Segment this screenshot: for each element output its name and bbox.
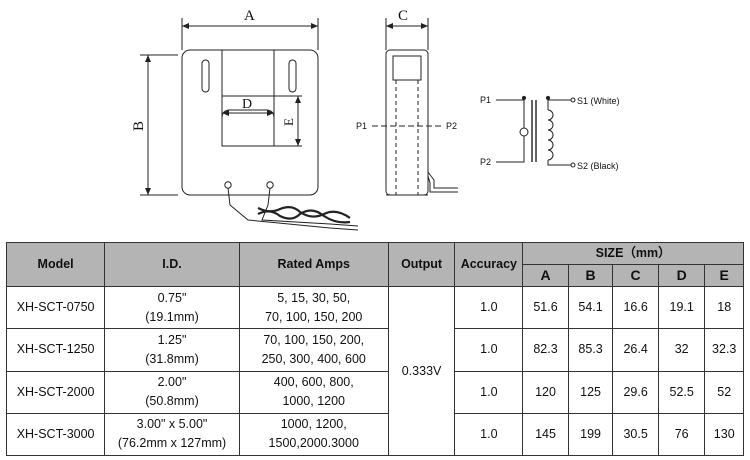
label-P2-schematic: P2	[480, 157, 491, 167]
schematic	[496, 95, 576, 168]
table-row: XH-SCT-1250 1.25"(31.8mm) 70, 100, 150, …	[5, 328, 744, 372]
cell-size-e: 52	[704, 370, 744, 414]
label-E: E	[281, 118, 296, 126]
cell-accuracy: 1.0	[454, 370, 524, 414]
cell-size-d: 32	[657, 328, 706, 372]
cell-size-a: 120	[522, 370, 569, 414]
table-row: XH-SCT-0750 0.75"(19.1mm) 5, 15, 30, 50,…	[5, 285, 744, 456]
technical-drawing: A B D E C P1 P2	[131, 8, 620, 231]
cell-size-d: 52.5	[657, 370, 706, 414]
header-model: Model	[5, 242, 106, 287]
front-view	[140, 18, 359, 231]
label-C: C	[398, 8, 408, 24]
cell-size-c: 16.6	[612, 285, 659, 330]
header-size-e: E	[704, 264, 744, 287]
cell-size-e: 32.3	[704, 328, 744, 372]
cell-id: 1.25"(31.8mm)	[104, 328, 240, 372]
label-S1: S1 (White)	[577, 96, 620, 106]
table-row: XH-SCT-2000 2.00"(50.8mm) 400, 600, 800,…	[5, 370, 744, 414]
label-A: A	[244, 8, 255, 24]
header-rated-amps: Rated Amps	[238, 242, 389, 287]
cell-model: XH-SCT-2000	[5, 370, 106, 414]
spec-table: Model I.D. Rated Amps Output Accuracy SI…	[5, 242, 744, 457]
cell-id: 0.75"(19.1mm)	[104, 285, 240, 330]
cell-id: 3.00" x 5.00"(76.2mm x 127mm)	[104, 412, 240, 457]
header-size-b: B	[567, 264, 614, 287]
cell-accuracy: 1.0	[454, 328, 524, 372]
cell-size-a: 51.6	[522, 285, 569, 330]
header-output: Output	[387, 242, 456, 287]
cell-size-b: 125	[567, 370, 614, 414]
cell-rated-amps: 70, 100, 150, 200,250, 300, 400, 600	[238, 328, 389, 372]
label-S2: S2 (Black)	[577, 161, 619, 171]
cell-size-c: 29.6	[612, 370, 659, 414]
cell-accuracy: 1.0	[454, 285, 524, 330]
cell-rated-amps: 400, 600, 800,1000, 1200	[238, 370, 389, 414]
cell-size-c: 30.5	[612, 412, 659, 457]
cell-model: XH-SCT-1250	[5, 328, 106, 372]
cell-size-b: 54.1	[567, 285, 614, 330]
cell-size-b: 85.3	[567, 328, 614, 372]
header-size: SIZE（mm）	[522, 242, 744, 265]
cell-output: 0.333V	[387, 286, 456, 456]
header-id: I.D.	[104, 242, 240, 287]
cell-accuracy: 1.0	[454, 412, 524, 457]
cell-size-a: 82.3	[522, 328, 569, 372]
side-view	[372, 18, 458, 196]
header-size-a: A	[522, 264, 569, 287]
cell-rated-amps: 5, 15, 30, 50,70, 100, 150, 200	[238, 285, 389, 330]
cell-id: 2.00"(50.8mm)	[104, 370, 240, 414]
label-P2-side: P2	[446, 121, 457, 131]
header-size-d: D	[657, 264, 706, 287]
cell-model: XH-SCT-0750	[5, 285, 106, 330]
cell-size-e: 18	[704, 285, 744, 330]
label-D: D	[242, 97, 252, 112]
label-B: B	[131, 121, 147, 131]
header-accuracy: Accuracy	[454, 242, 524, 287]
cell-rated-amps: 1000, 1200,1500,2000.3000	[238, 412, 389, 457]
cell-size-a: 145	[522, 412, 569, 457]
cell-size-c: 26.4	[612, 328, 659, 372]
table-row: XH-SCT-3000 3.00" x 5.00"(76.2mm x 127mm…	[5, 412, 744, 457]
label-P1-side: P1	[356, 121, 367, 131]
cell-size-b: 199	[567, 412, 614, 457]
header-size-c: C	[612, 264, 659, 287]
label-P1-schematic: P1	[480, 95, 491, 105]
cell-size-d: 19.1	[657, 285, 706, 330]
cell-size-e: 130	[704, 412, 744, 457]
cell-size-d: 76	[657, 412, 706, 457]
cell-model: XH-SCT-3000	[5, 412, 106, 457]
